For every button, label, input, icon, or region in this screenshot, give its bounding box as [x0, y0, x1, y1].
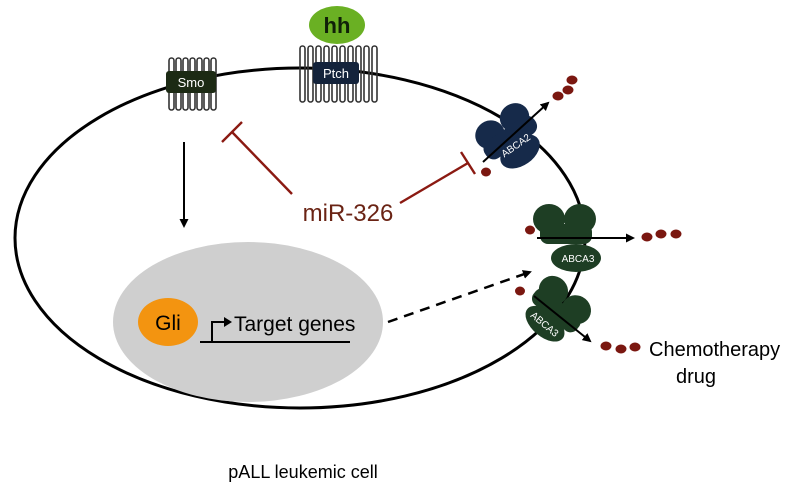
- dot-icon: [525, 225, 535, 235]
- cell-caption: pALL leukemic cell: [228, 462, 377, 482]
- dot-icon: [562, 85, 574, 95]
- drug-label: drug: [676, 366, 716, 388]
- abca2-transporter: ABCA2: [475, 101, 550, 169]
- chemotherapy-label: Chemotherapy: [649, 339, 780, 361]
- gene-promoter-arrow: [200, 317, 350, 343]
- abca3-bottom-efflux-arrow: [533, 295, 592, 343]
- dot-icon: [481, 167, 491, 177]
- drug-molecules: [481, 75, 682, 354]
- ptch-receptor: Ptch: [299, 45, 378, 103]
- dot-icon: [629, 342, 641, 352]
- gli-label: Gli: [155, 312, 181, 335]
- mir326-inhibits-smo: [221, 121, 293, 195]
- smo-label: Smo: [178, 75, 205, 90]
- mir326-label: miR-326: [303, 200, 394, 227]
- smo-receptor: Smo: [166, 57, 217, 111]
- dot-icon: [600, 341, 612, 351]
- abca3-top-label: ABCA3: [562, 254, 595, 265]
- abca3-transporter-bottom: ABCA3: [525, 275, 592, 343]
- target-genes-to-abca3-arrow: [387, 270, 532, 324]
- dot-icon: [566, 75, 578, 85]
- dot-icon: [641, 232, 653, 242]
- abc-transporter-icon: ABCA3: [525, 275, 592, 342]
- mir326-inhibits-abca2: [399, 151, 477, 205]
- nucleus: [113, 242, 383, 402]
- abca3-transporter-top: ABCA3: [533, 204, 635, 272]
- dot-icon: [670, 229, 682, 239]
- smo-label-box: [166, 71, 216, 93]
- ptch-label-box: [313, 62, 359, 84]
- dot-icon: [615, 344, 627, 354]
- dot-icon: [655, 229, 667, 239]
- gli-factor: Gli: [138, 298, 198, 346]
- ptch-label: Ptch: [323, 66, 349, 81]
- dot-icon: [552, 91, 564, 101]
- hh-label: hh: [324, 13, 351, 38]
- abca2-efflux-arrow: [482, 101, 550, 163]
- dot-icon: [515, 286, 525, 296]
- hh-ligand: hh: [309, 6, 365, 44]
- target-genes-label: Target genes: [234, 313, 355, 336]
